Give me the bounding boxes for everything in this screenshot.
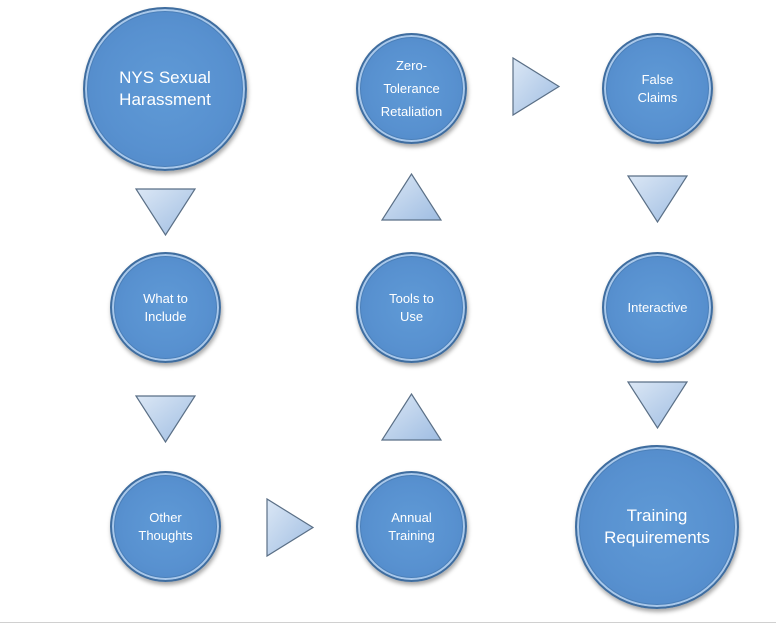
node-training-requirements: Training Requirements (575, 445, 739, 609)
node-label: Training Requirements (604, 506, 710, 547)
node-nys-sexual-harassment: NYS Sexual Harassment (83, 7, 247, 171)
node-tools-to-use: Tools to Use (356, 252, 467, 363)
node-interactive: Interactive (602, 252, 713, 363)
node-label: False Claims (637, 71, 678, 105)
arrow-right-icon (512, 56, 561, 117)
arrow-up-icon (380, 172, 443, 221)
node-label: NYS Sexual Harassment (119, 68, 211, 109)
arrow-down-icon (134, 188, 197, 237)
node-label: Zero- Tolerance Retaliation (380, 58, 443, 119)
arrow-down-icon (626, 175, 689, 224)
arrow-right-icon (266, 497, 315, 558)
node-what-to-include: What to Include (110, 252, 221, 363)
node-label: Other Thoughts (138, 509, 193, 543)
node-annual-training: Annual Training (356, 471, 467, 582)
node-zero-tolerance-retaliation: Zero- Tolerance Retaliation (356, 33, 467, 144)
bottom-divider (0, 622, 776, 623)
node-label: What to Include (143, 290, 188, 324)
arrow-up-icon (380, 392, 443, 441)
node-label: Interactive (627, 299, 688, 315)
node-other-thoughts: Other Thoughts (110, 471, 221, 582)
node-false-claims: False Claims (602, 33, 713, 144)
node-label: Tools to Use (389, 290, 434, 324)
arrow-down-icon (626, 381, 689, 430)
arrow-down-icon (134, 395, 197, 444)
node-label: Annual Training (388, 509, 435, 543)
